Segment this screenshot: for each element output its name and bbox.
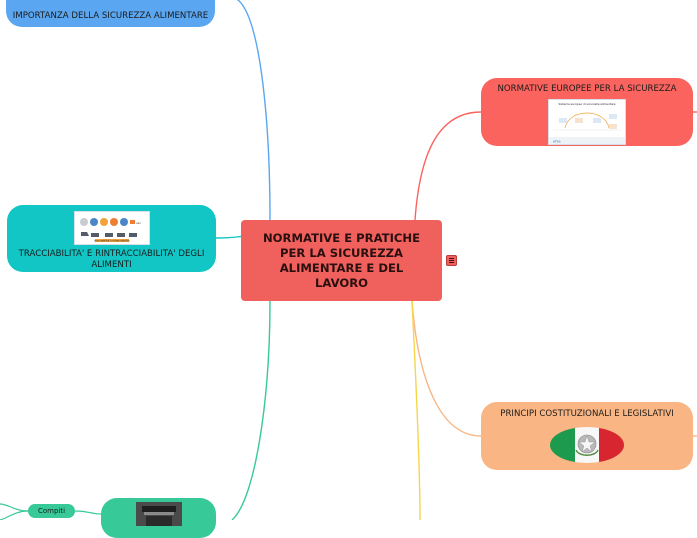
- topic-label: TRACCIABILITA' E RINTRACCIABILITA' DEGLI…: [18, 248, 205, 270]
- central-topic[interactable]: NORMATIVE E PRATICHE PER LA SICUREZZA AL…: [241, 220, 442, 301]
- italian-emblem-image: [550, 427, 624, 463]
- topic-compiti-image[interactable]: [101, 498, 216, 538]
- subtopic-compiti[interactable]: Compiti: [28, 504, 75, 518]
- menu-lines-icon[interactable]: [446, 255, 457, 266]
- svg-text:vsc: vsc: [136, 221, 141, 225]
- topic-importanza-sicurezza[interactable]: IMPORTANZA DELLA SICUREZZA ALIMENTARE: [6, 0, 215, 27]
- sistema-europeo-caption: Sistema europeo di sicurezza alimentare: [559, 102, 616, 106]
- topic-normative-europee[interactable]: NORMATIVE EUROPEE PER LA SICUREZZA Siste…: [481, 78, 693, 146]
- topic-label: IMPORTANZA DELLA SICUREZZA ALIMENTARE: [12, 11, 209, 21]
- tracciabilita-image-caption: tracciabilità / rintracciabilità: [94, 238, 130, 242]
- topic-label: PRINCIPI COSTITUZIONALI E LEGISLATIVI: [500, 409, 674, 419]
- person-image: [135, 502, 182, 526]
- sistema-europeo-image: Sistema europeo di sicurezza alimentare …: [548, 99, 626, 145]
- central-topic-title: NORMATIVE E PRATICHE PER LA SICUREZZA AL…: [262, 230, 421, 290]
- topic-tracciabilita[interactable]: vsc tracciabilità / rintracciabilità TRA…: [7, 205, 216, 272]
- tracciabilita-image: vsc tracciabilità / rintracciabilità: [73, 210, 150, 245]
- subtopic-label: Compiti: [37, 507, 66, 515]
- efsa-logo: efsa: [553, 140, 561, 144]
- topic-principi-costituzionali[interactable]: PRINCIPI COSTITUZIONALI E LEGISLATIVI: [481, 402, 693, 470]
- topic-label: NORMATIVE EUROPEE PER LA SICUREZZA: [497, 84, 677, 94]
- connector-lines: [0, 0, 697, 520]
